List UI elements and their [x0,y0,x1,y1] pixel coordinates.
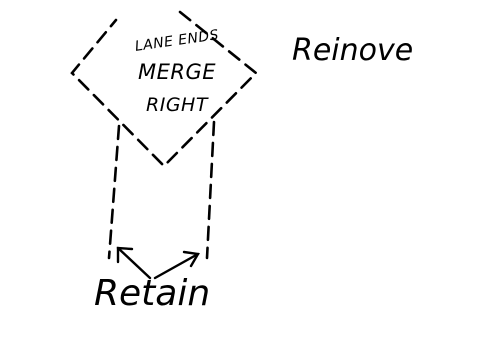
left-post-line [109,126,119,258]
right-post-line [207,122,214,258]
remove-annotation: Reinove [292,36,413,66]
retain-annotation: Retain [94,276,210,312]
sign-text-right: RIGHT [112,96,242,115]
sign-text-merge: MERGE [112,62,242,83]
